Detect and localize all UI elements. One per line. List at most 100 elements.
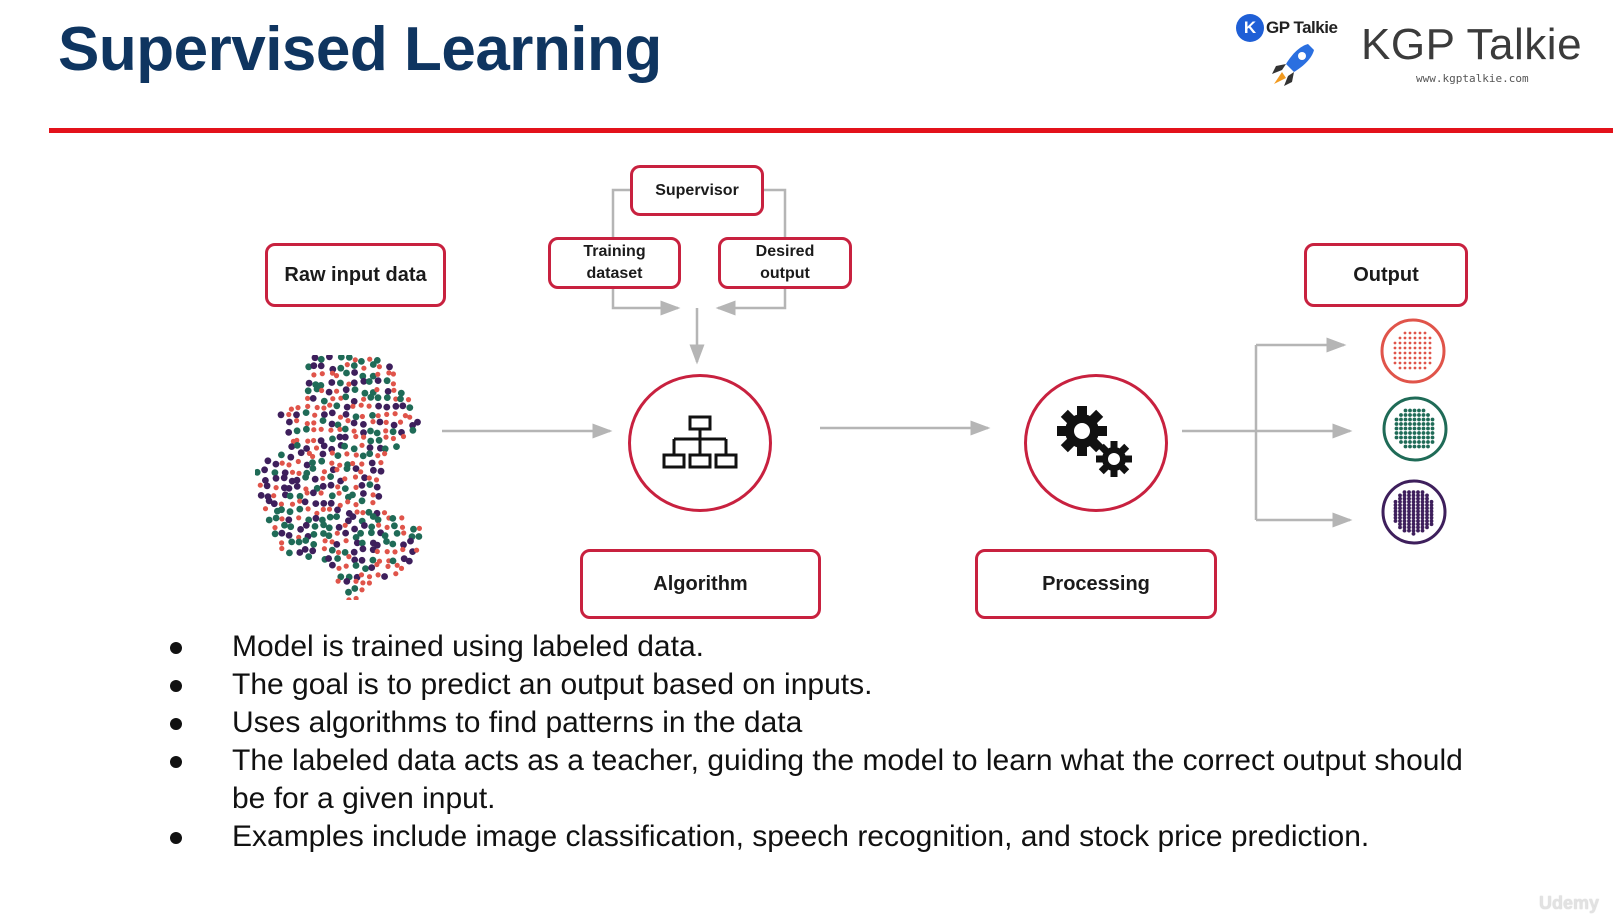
class-dot [1420, 493, 1425, 498]
class-dot [1411, 515, 1416, 520]
bullet-text: The labeled data acts as a teacher, guid… [232, 744, 1463, 815]
class-dot [1398, 346, 1402, 350]
class-dot [1413, 341, 1417, 345]
data-point [309, 547, 317, 555]
class-dot [1425, 493, 1429, 498]
data-point [309, 459, 316, 466]
data-point [304, 421, 310, 427]
data-point [279, 516, 285, 522]
data-point [357, 529, 364, 537]
class-dot [1420, 525, 1425, 530]
data-point [354, 509, 360, 515]
class-dot [1426, 422, 1430, 426]
data-point [305, 438, 311, 444]
data-point [295, 538, 303, 546]
class-dot [1402, 525, 1407, 530]
class-dot [1423, 341, 1427, 345]
rocket-icon [1272, 44, 1314, 86]
data-point [327, 402, 333, 408]
data-point [351, 525, 358, 533]
data-point [400, 541, 407, 549]
data-point [359, 452, 367, 460]
class-dot [1408, 422, 1412, 426]
data-point [265, 516, 273, 524]
data-point [406, 404, 414, 411]
data-point [334, 452, 342, 459]
data-point [329, 370, 336, 376]
data-point [393, 530, 401, 537]
class-dot [1429, 515, 1434, 520]
class-dot [1417, 444, 1421, 449]
data-point [310, 541, 318, 548]
data-point [361, 365, 367, 371]
class-dot [1426, 440, 1430, 444]
supervisor-label: Supervisor [655, 181, 739, 199]
udemy-watermark: Udemy [1538, 893, 1599, 913]
data-point [272, 514, 280, 522]
class-dot [1430, 435, 1435, 440]
class-dot [1416, 503, 1420, 507]
data-point [296, 534, 302, 540]
data-point [320, 397, 328, 405]
data-point [352, 474, 359, 480]
training-dataset-box: Training dataset [548, 237, 681, 289]
data-point [264, 457, 272, 465]
class-dot [1399, 422, 1403, 426]
class-dot [1426, 444, 1430, 449]
data-point [360, 490, 367, 497]
data-point [366, 580, 372, 586]
data-point [320, 475, 326, 481]
data-point [337, 462, 343, 468]
class-dot [1399, 413, 1403, 417]
data-point [286, 492, 294, 500]
data-point [400, 555, 408, 563]
bullet-text: Uses algorithms to find patterns in the … [232, 706, 803, 739]
data-point [285, 485, 293, 492]
data-point [272, 474, 280, 482]
data-point [293, 483, 301, 490]
bullet-item: The labeled data acts as a teacher, guid… [168, 742, 1482, 818]
class-dot [1423, 361, 1427, 365]
class-dot [1402, 499, 1407, 504]
bullet-text: The goal is to predict an output based o… [232, 668, 873, 701]
class-dot [1423, 336, 1427, 340]
class-dot [1429, 519, 1434, 523]
data-point [358, 482, 366, 489]
data-point [343, 403, 351, 411]
class-dot [1416, 512, 1420, 517]
class-dot [1403, 361, 1407, 365]
data-point [409, 426, 417, 434]
data-point [365, 378, 373, 385]
class-dot [1403, 440, 1408, 444]
data-point [336, 490, 342, 496]
class-dot [1398, 512, 1402, 517]
data-point [337, 355, 345, 361]
data-point [342, 529, 349, 537]
data-point [398, 565, 405, 571]
class-dot [1398, 525, 1402, 530]
data-point [366, 481, 374, 488]
class-dot [1418, 346, 1422, 350]
class-dot [1403, 356, 1407, 360]
data-point [367, 356, 373, 362]
class-dot [1411, 519, 1416, 523]
data-point [328, 379, 336, 386]
bullet-dot [170, 756, 182, 768]
data-point [335, 484, 341, 490]
class-dot [1402, 515, 1407, 520]
data-point [310, 453, 316, 460]
data-point [342, 476, 348, 482]
data-point [361, 522, 368, 529]
data-point [255, 468, 261, 476]
data-point [401, 530, 407, 536]
data-point [342, 411, 350, 418]
data-point [360, 421, 367, 428]
data-point [369, 372, 377, 380]
data-point [393, 571, 399, 577]
data-point [320, 506, 326, 512]
class-dot [1398, 366, 1402, 370]
class-dot [1413, 361, 1417, 365]
class-dot [1430, 422, 1435, 426]
class-dot [1416, 519, 1420, 523]
data-point [383, 394, 391, 401]
